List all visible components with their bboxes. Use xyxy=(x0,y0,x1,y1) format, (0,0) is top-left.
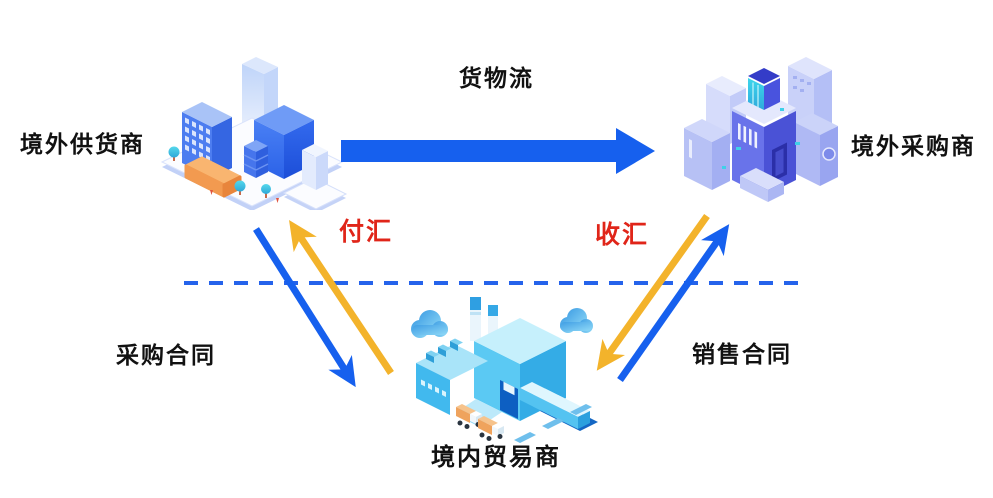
trader-label: 境内贸易商 xyxy=(431,444,561,471)
chimney xyxy=(470,297,498,343)
teal-accents xyxy=(722,108,800,169)
purchaser-buildings-illustration xyxy=(684,57,838,202)
sales-contract-label: 销售合同 xyxy=(692,341,792,367)
payment-arrow xyxy=(289,220,394,375)
receipt-arrow xyxy=(596,213,710,371)
right-building xyxy=(794,113,838,186)
purchase-contract-label: 采购合同 xyxy=(116,342,216,368)
blue-cube-building xyxy=(254,105,314,179)
trader-factory-illustration xyxy=(411,297,598,443)
truck-icon xyxy=(478,416,504,441)
side-platform-tower xyxy=(282,144,348,210)
cloud-icon xyxy=(560,308,593,333)
payment-label: 付汇 xyxy=(339,218,394,246)
left-building xyxy=(684,119,730,190)
cargo-container xyxy=(184,156,242,198)
warehouse-row xyxy=(520,382,590,429)
cloud-icon xyxy=(411,310,448,338)
goods-flow-label: 货物流 xyxy=(459,65,534,91)
glass-tower xyxy=(748,68,780,110)
front-annex xyxy=(740,168,784,202)
factory-annex xyxy=(416,338,488,415)
purchase-contract-arrow xyxy=(253,227,356,388)
sales-contract-arrow xyxy=(617,224,730,383)
supplier-label: 境外供货商 xyxy=(20,131,145,157)
supplier-buildings-illustration xyxy=(160,57,348,210)
roof-vents xyxy=(426,338,463,363)
road-dash xyxy=(514,404,592,443)
crate-stack xyxy=(243,140,269,178)
tree-icon xyxy=(168,146,271,198)
marker-dots xyxy=(210,190,279,203)
receipt-label: 收汇 xyxy=(595,221,650,249)
purchaser-label: 境外采购商 xyxy=(851,133,976,159)
goods-flow-arrow xyxy=(341,128,655,174)
